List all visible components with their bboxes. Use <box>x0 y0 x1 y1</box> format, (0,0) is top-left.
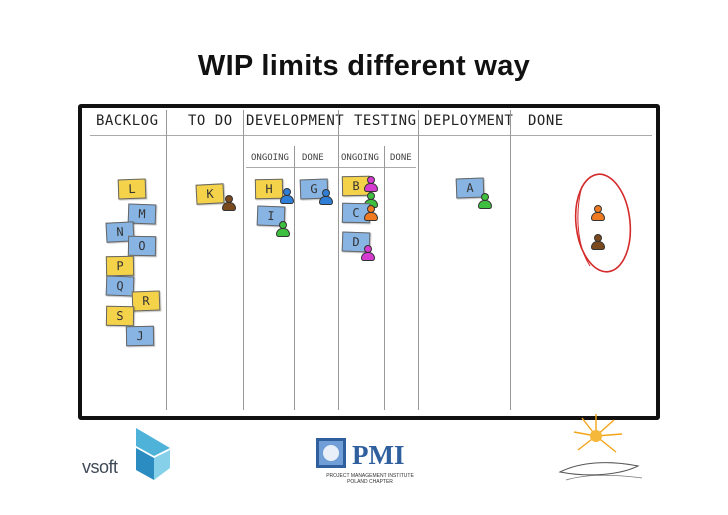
card-h[interactable]: H <box>254 178 284 200</box>
card-l[interactable]: L <box>117 178 147 200</box>
column-divider <box>510 110 511 410</box>
column-header-todo: TO DO <box>188 113 233 129</box>
header-divider <box>90 135 652 136</box>
person-magenta <box>361 245 375 261</box>
person-blue <box>319 189 333 205</box>
pmi-subtitle-line2: POLAND CHAPTER <box>347 479 393 485</box>
person-magenta <box>364 176 378 192</box>
person-green <box>478 193 492 209</box>
pmi-subtitle-line1: PROJECT MANAGEMENT INSTITUTE <box>326 473 414 479</box>
column-header-done: DONE <box>528 113 564 129</box>
pmi-logo-icon: PMI <box>316 438 424 470</box>
subheader-dev-done: DONE <box>302 153 324 163</box>
column-divider <box>166 110 167 410</box>
vsoft-logo-icon <box>136 428 170 480</box>
pmi-logo-text: PMI <box>352 440 404 470</box>
column-header-development: DEVELOPMENT <box>246 113 345 129</box>
column-divider <box>418 110 419 410</box>
column-divider <box>243 110 244 410</box>
subheader-test-ongoing: ONGOING <box>341 153 379 163</box>
star-sketch-logo-icon <box>558 414 643 481</box>
subcolumn-divider <box>384 146 385 410</box>
column-header-testing: TESTING <box>354 113 417 129</box>
column-header-backlog: BACKLOG <box>96 113 159 129</box>
person-brown <box>222 195 236 211</box>
card-j[interactable]: J <box>125 325 155 347</box>
idle-circle-annotation <box>574 173 632 273</box>
card-r[interactable]: R <box>131 290 161 312</box>
person-blue <box>280 188 294 204</box>
card-k[interactable]: K <box>195 183 225 205</box>
vsoft-logo-text: vsoft <box>82 457 118 477</box>
card-o[interactable]: O <box>127 235 157 257</box>
subheader-test-done: DONE <box>390 153 412 163</box>
person-green <box>276 221 290 237</box>
card-s[interactable]: S <box>105 305 135 327</box>
person-orange <box>591 205 605 221</box>
subcolumn-divider <box>294 146 295 410</box>
column-header-deployment: DEPLOYMENT <box>424 113 514 129</box>
card-q[interactable]: Q <box>105 275 135 297</box>
person-orange <box>364 205 378 221</box>
kanban-board <box>78 104 660 420</box>
card-p[interactable]: P <box>105 255 135 277</box>
slide-title: WIP limits different way <box>197 50 531 82</box>
column-divider <box>338 110 339 410</box>
subheader-dev-ongoing: ONGOING <box>251 153 289 163</box>
person-brown <box>591 234 605 250</box>
subheader-divider <box>246 167 416 168</box>
